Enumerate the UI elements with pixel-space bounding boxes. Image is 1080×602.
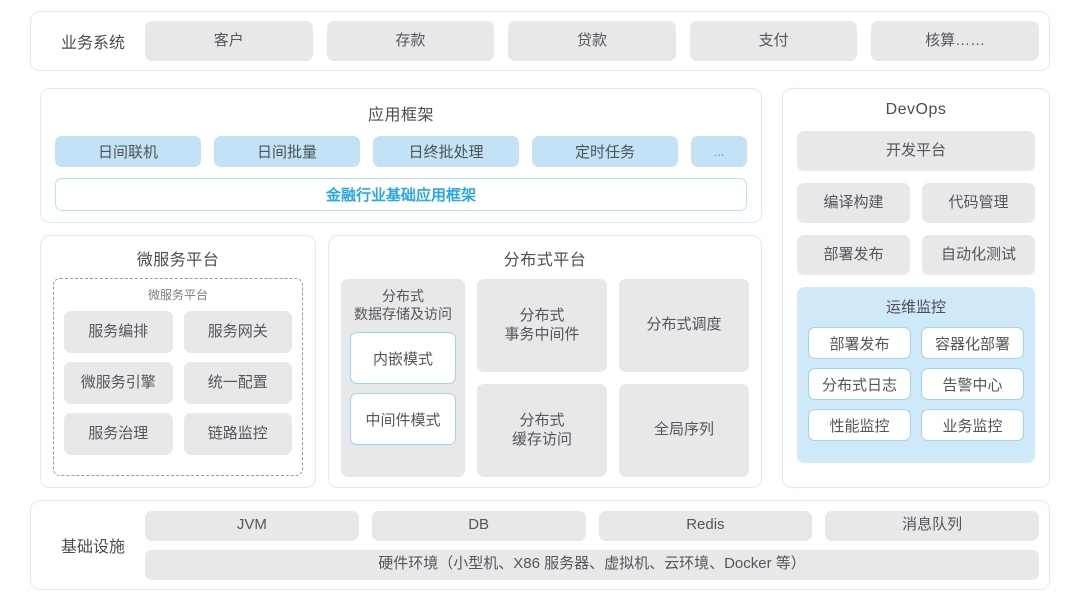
devops-title: DevOps [885,101,947,118]
ops-tile-performance-monitoring[interactable]: 性能监控 [808,409,911,441]
microservice-platform-inner-title: 微服务平台 [147,288,208,302]
distributed-tile-transaction-middleware-line2: 事务中间件 [504,325,580,343]
infrastructure-tile-message-queue[interactable]: 消息队列 [825,510,1039,541]
distributed-platform-title: 分布式平台 [503,252,587,269]
devops-row-1: 编译构建 代码管理 [797,183,1035,223]
devops-tile-compile-build[interactable]: 编译构建 [797,183,910,223]
distributed-storage-mode-middleware[interactable]: 中间件模式 [350,393,456,446]
ops-tile-deploy-release[interactable]: 部署发布 [808,327,911,359]
distributed-tile-scheduling[interactable]: 分布式调度 [619,279,749,372]
microservice-platform-dashed-group: 微服务平台 服务编排 服务网关 微服务引擎 统一配置 服务治理 链路监控 [53,278,303,476]
ops-tile-alert-center[interactable]: 告警中心 [921,368,1024,400]
infrastructure-tile-db[interactable]: DB [371,510,586,541]
infrastructure-stack: JVM DB Redis 消息队列 硬件环境（小型机、X86 服务器、虚拟机、云… [145,510,1039,580]
application-framework-title: 应用框架 [367,107,434,124]
distributed-column-b: 分布式 事务中间件 分布式 缓存访问 [477,279,607,477]
devops-row-2: 部署发布 自动化测试 [797,235,1035,275]
application-framework-tags: 日间联机 日间批量 日终批处理 定时任务 ... [55,136,747,167]
infrastructure-tile-jvm[interactable]: JVM [145,510,359,541]
devops-tile-dev-platform[interactable]: 开发平台 [797,131,1035,171]
app-framework-tag-daytime-online[interactable]: 日间联机 [55,136,201,167]
distributed-tile-cache-access-line2: 缓存访问 [511,430,572,448]
distributed-tile-cache-access[interactable]: 分布式 缓存访问 [477,384,607,477]
ops-monitoring-title: 运维监控 [885,299,946,316]
devops-panel: DevOps 开发平台 编译构建 代码管理 部署发布 自动化测试 运维监控 部署… [782,88,1050,488]
devops-tile-deploy-release[interactable]: 部署发布 [797,235,910,275]
distributed-storage-card[interactable]: 分布式 数据存储及访问 内嵌模式 中间件模式 [341,279,465,477]
platform-column: 应用框架 日间联机 日间批量 日终批处理 定时任务 ... 金融行业基础应用框架… [40,88,762,488]
middle-area: 应用框架 日间联机 日间批量 日终批处理 定时任务 ... 金融行业基础应用框架… [30,88,1050,488]
devops-tile-automated-testing[interactable]: 自动化测试 [922,235,1035,275]
microservice-platform-panel: 微服务平台 微服务平台 服务编排 服务网关 微服务引擎 统一配置 服务治理 链路… [40,235,316,488]
business-system-tile-customer[interactable]: 客户 [145,21,313,61]
distributed-column-c: 分布式调度 全局序列 [619,279,749,477]
application-framework-panel: 应用框架 日间联机 日间批量 日终批处理 定时任务 ... 金融行业基础应用框架 [40,88,762,223]
microservice-platform-title: 微服务平台 [136,252,220,269]
distributed-tile-cache-access-line1: 分布式 [519,411,565,429]
ops-tile-containerized-deploy[interactable]: 容器化部署 [921,327,1024,359]
microservice-tile-trace-monitoring[interactable]: 链路监控 [183,413,292,455]
business-system-tile-accounting[interactable]: 核算…… [871,21,1039,61]
business-system-tile-loan[interactable]: 贷款 [508,21,676,61]
infrastructure-panel: 基础设施 JVM DB Redis 消息队列 硬件环境（小型机、X86 服务器、… [30,500,1050,590]
finance-base-framework-bar[interactable]: 金融行业基础应用框架 [55,178,747,211]
distributed-platform-columns: 分布式 数据存储及访问 内嵌模式 中间件模式 分布式 事务中间件 [341,279,749,477]
business-systems-panel: 业务系统 客户 存款 贷款 支付 核算…… [30,11,1050,71]
app-framework-tag-scheduled-task[interactable]: 定时任务 [532,136,678,167]
business-systems-items: 客户 存款 贷款 支付 核算…… [145,21,1039,61]
app-framework-tag-daytime-batch[interactable]: 日间批量 [214,136,360,167]
distributed-storage-group: 分布式 数据存储及访问 内嵌模式 中间件模式 [341,279,465,477]
ops-monitoring-items: 部署发布 容器化部署 分布式日志 告警中心 性能监控 业务监控 [808,327,1024,441]
business-system-tile-deposit[interactable]: 存款 [326,21,495,61]
distributed-platform-panel: 分布式平台 分布式 数据存储及访问 内嵌模式 中间件模式 [328,235,762,488]
microservice-platform-items: 服务编排 服务网关 微服务引擎 统一配置 服务治理 链路监控 [64,311,292,455]
ops-tile-business-monitoring[interactable]: 业务监控 [921,409,1024,441]
distributed-storage-caption-line2: 数据存储及访问 [354,306,452,323]
distributed-tile-global-sequence[interactable]: 全局序列 [619,384,749,477]
microservice-tile-service-gateway[interactable]: 服务网关 [183,311,292,353]
microservice-tile-service-governance[interactable]: 服务治理 [64,413,173,455]
business-system-tile-payment[interactable]: 支付 [689,21,858,61]
distributed-tile-transaction-middleware[interactable]: 分布式 事务中间件 [477,279,607,372]
business-systems-label: 业务系统 [60,35,125,52]
distributed-storage-caption: 分布式 数据存储及访问 [350,287,456,323]
distributed-storage-caption-line1: 分布式 [382,288,424,304]
ops-monitoring-panel: 运维监控 部署发布 容器化部署 分布式日志 告警中心 性能监控 业务监控 [797,287,1035,463]
distributed-tile-transaction-middleware-line1: 分布式 [519,306,565,324]
infrastructure-items: JVM DB Redis 消息队列 [145,510,1039,541]
microservice-tile-microservice-engine[interactable]: 微服务引擎 [64,362,173,404]
infrastructure-label: 基础设施 [60,539,125,556]
app-framework-tag-more[interactable]: ... [691,136,747,167]
devops-tile-code-management[interactable]: 代码管理 [922,183,1035,223]
infrastructure-tile-redis[interactable]: Redis [598,510,813,541]
microservice-tile-service-orchestration[interactable]: 服务编排 [64,311,173,353]
microservice-tile-unified-config[interactable]: 统一配置 [183,362,292,404]
ops-tile-distributed-logging[interactable]: 分布式日志 [808,368,911,400]
app-framework-tag-eod-batch[interactable]: 日终批处理 [373,136,519,167]
infrastructure-hardware-bar[interactable]: 硬件环境（小型机、X86 服务器、虚拟机、云环境、Docker 等） [145,549,1039,580]
distributed-storage-mode-embedded[interactable]: 内嵌模式 [350,332,456,385]
